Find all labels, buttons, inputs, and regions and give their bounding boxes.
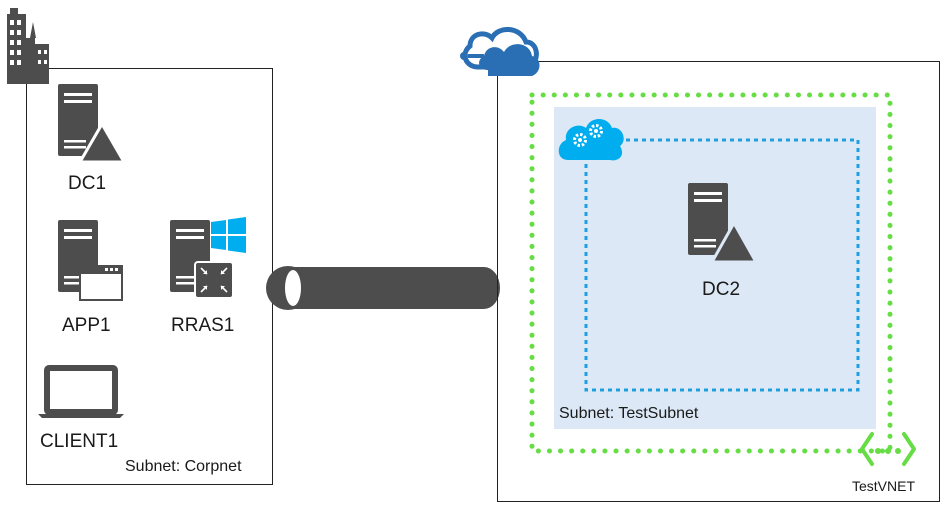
app1-label: APP1 bbox=[62, 315, 111, 336]
client1-label: CLIENT1 bbox=[40, 431, 119, 452]
virtual-network-icon bbox=[860, 432, 916, 466]
windows-logo-icon bbox=[211, 217, 246, 253]
corpnet-subnet-label: Subnet: Corpnet bbox=[125, 458, 242, 475]
app1-server-icon bbox=[58, 220, 123, 301]
testsubnet-area bbox=[554, 107, 876, 429]
office-building-icon bbox=[7, 8, 49, 84]
dc1-label: DC1 bbox=[68, 173, 107, 194]
cloud-service-icon bbox=[558, 119, 624, 161]
dc1-server-icon bbox=[58, 84, 126, 164]
dc2-label: DC2 bbox=[702, 279, 741, 300]
testvnet-label: TestVNET bbox=[852, 478, 916, 494]
testvnet-boundary bbox=[529, 92, 893, 454]
azure-cloud-icon bbox=[460, 27, 540, 76]
vpn-tunnel-icon bbox=[266, 266, 500, 310]
azure-region-box bbox=[497, 61, 940, 502]
rras1-server-icon bbox=[170, 220, 234, 299]
cloud-service-boundary bbox=[584, 138, 860, 392]
testsubnet-label: Subnet: TestSubnet bbox=[559, 405, 699, 422]
dc2-server-icon bbox=[688, 183, 758, 264]
client1-laptop-icon bbox=[38, 365, 124, 418]
rras1-label: RRAS1 bbox=[171, 315, 235, 336]
